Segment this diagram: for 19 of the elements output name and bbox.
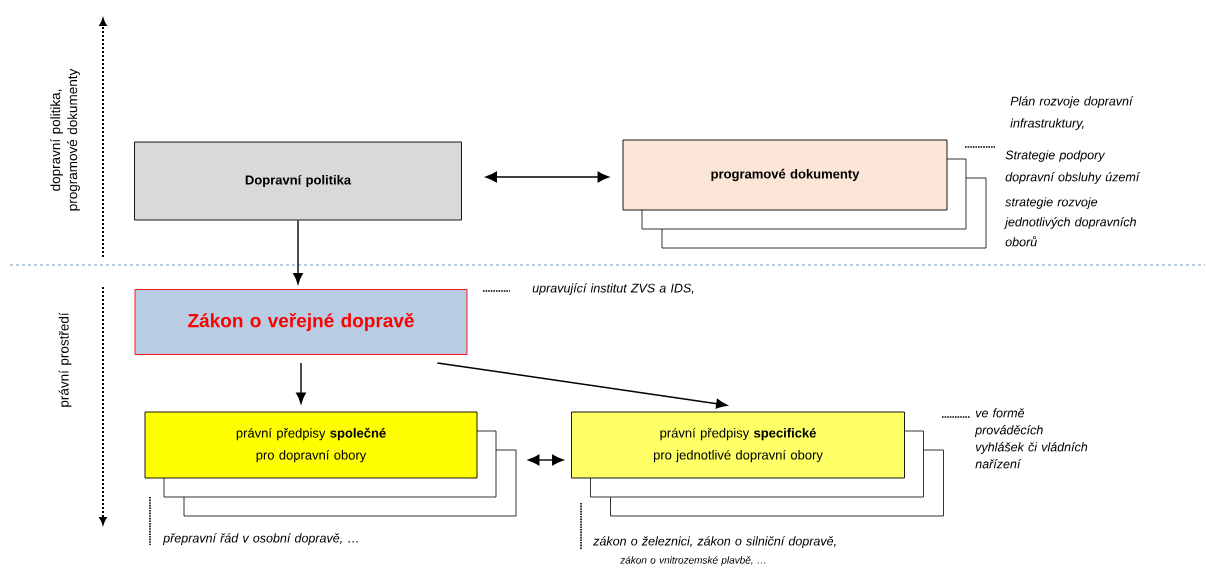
side-label: právní prostředí (58, 312, 72, 407)
arrow (485, 171, 609, 183)
side-label: dopravní politika, programové dokumenty (50, 68, 80, 211)
annotation-text: zákon o vnitrozemské plavbě, … (620, 556, 766, 566)
arrow (436, 362, 728, 409)
annotation-text: strategie rozvoje jednotlivých dopravních oborů (1003, 197, 1136, 247)
box: právní předpisy specifické pro jednotlivé dopravní obory (571, 411, 905, 479)
annotation-text: přepravní řád v osobní dopravě, … (162, 533, 358, 545)
arrow (296, 362, 306, 404)
box: Dopravní politika (134, 141, 462, 221)
box: programové dokumenty (622, 139, 948, 211)
annotation-text: zákon o železnici, zákon o silniční dopravě, (593, 536, 836, 548)
arrow (293, 219, 303, 285)
annotation-text: ve formě prováděcích vyhlášek či vládních nařízení (974, 408, 1088, 469)
box: Zákon o veřejné dopravě (134, 289, 468, 355)
annotation-text: Plán rozvoje dopravní infrastruktury, (1010, 96, 1134, 130)
box: právní předpisy společné pro dopravní obory (144, 411, 478, 479)
annotation-text: upravující institut ZVS a IDS, (532, 283, 694, 295)
arrow (528, 454, 564, 466)
